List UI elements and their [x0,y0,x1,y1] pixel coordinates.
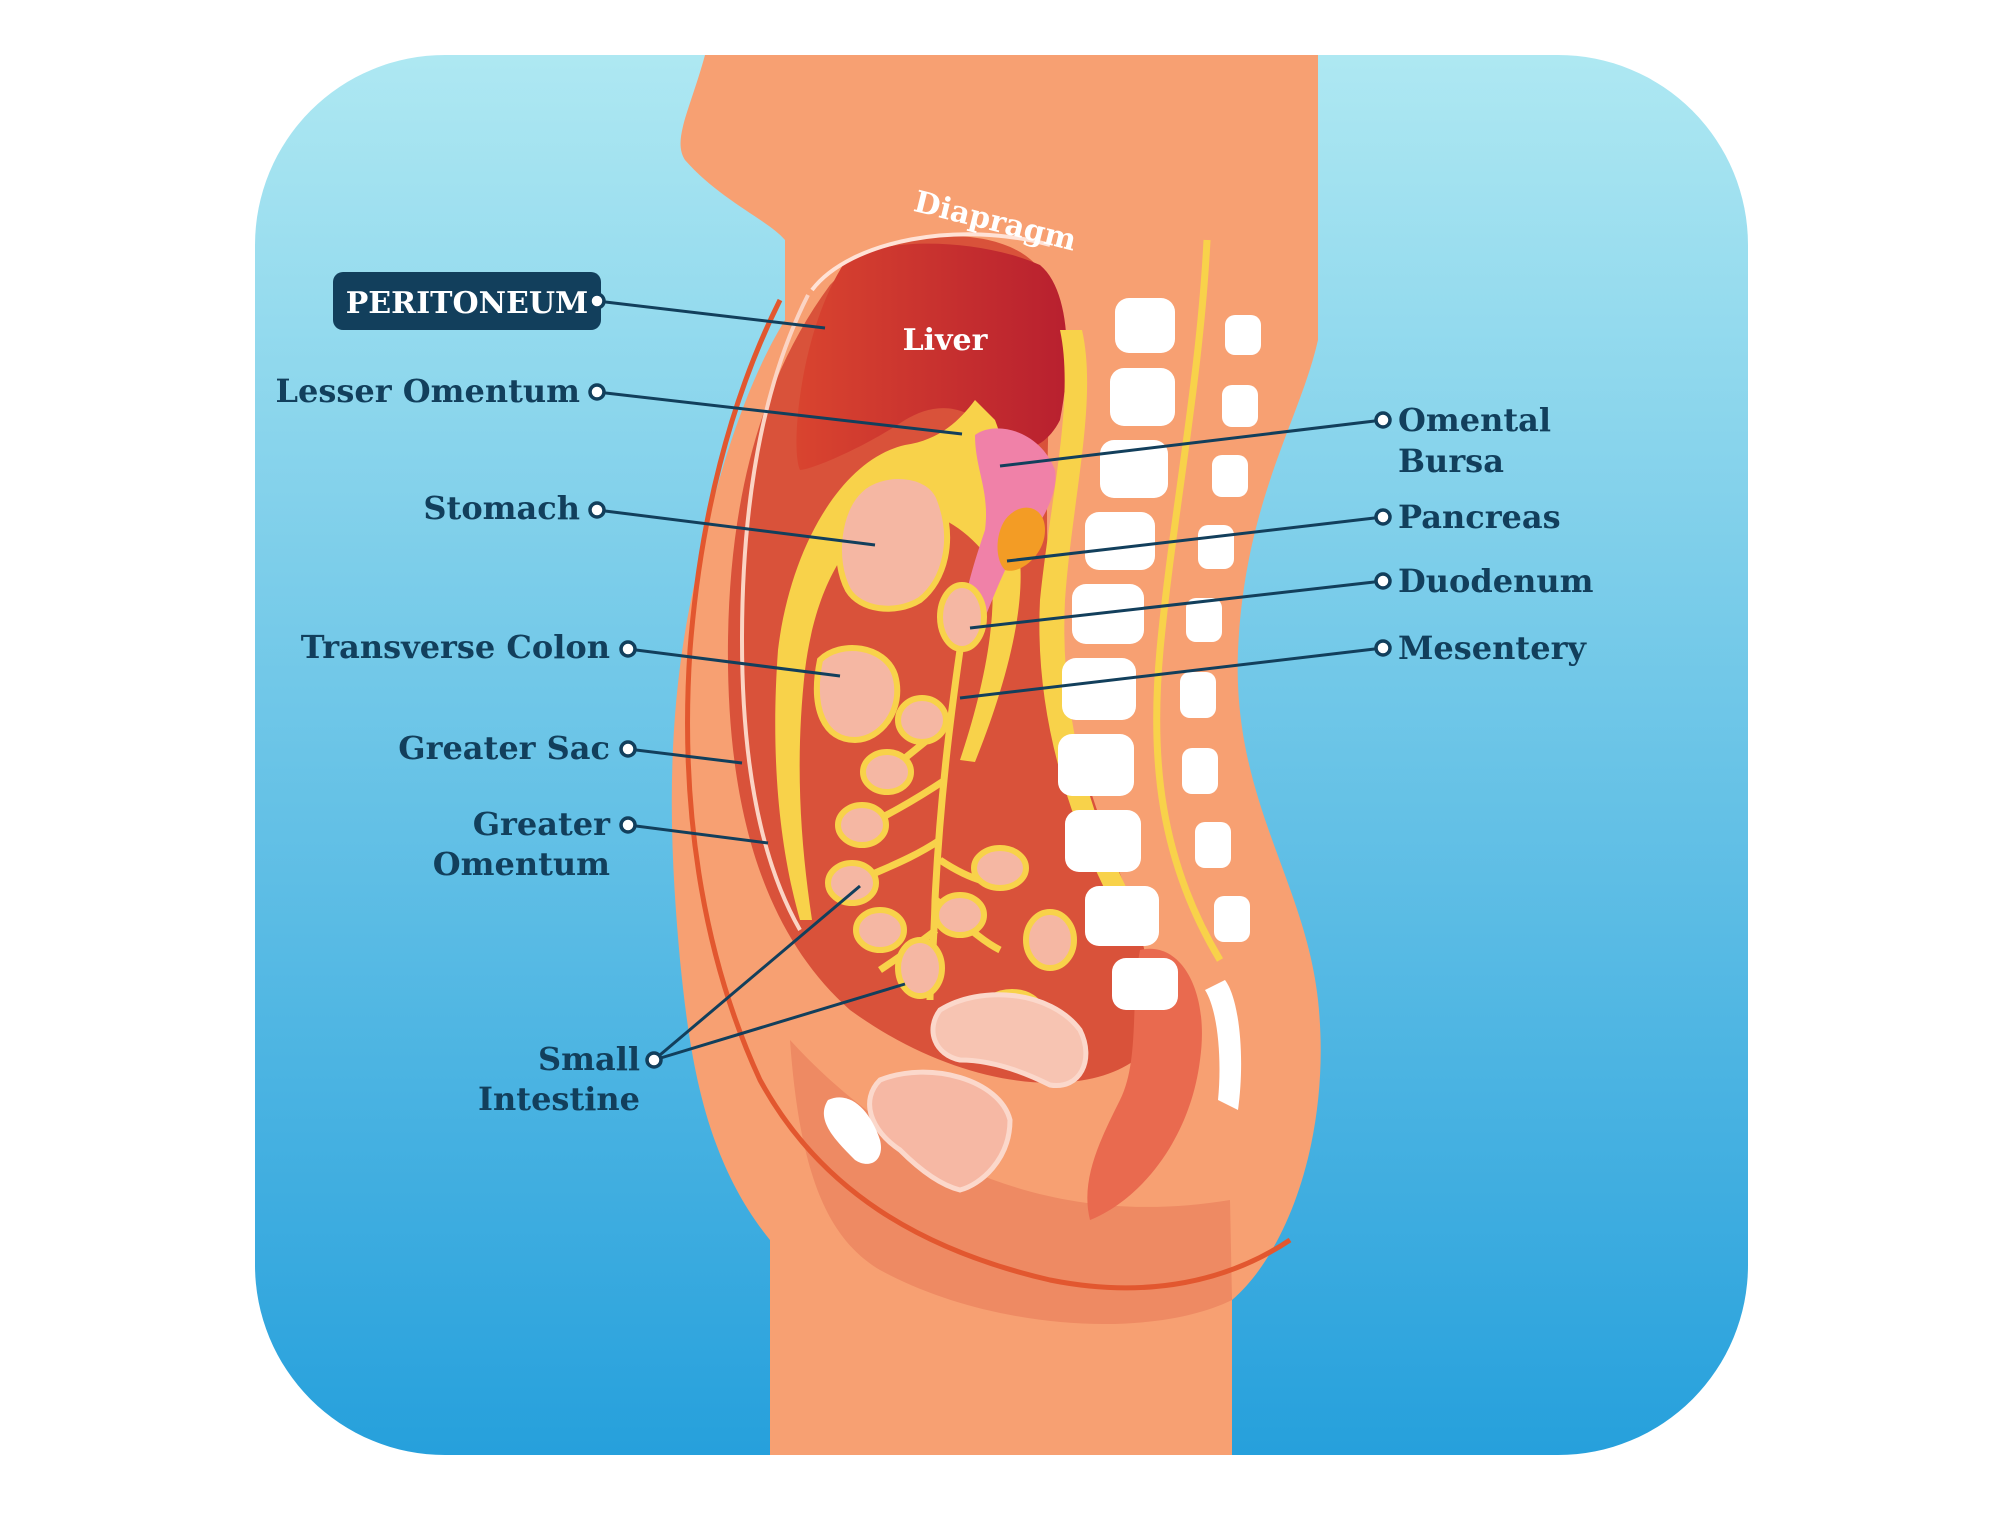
liver-label: Liver [903,323,989,358]
transverse-colon-label: Transverse Colon [301,628,610,666]
pancreas-label: Pancreas [1398,498,1561,536]
pelvic-bone [823,1097,881,1164]
lesser-omentum-label: Lesser Omentum [275,372,580,410]
greater-omentum-label-line2: Omentum [433,845,610,883]
abdominal-wall-outline [685,298,1292,1291]
small-intestine-label-line2: Intestine [478,1080,640,1118]
title-badge [333,272,601,330]
leader-lines [596,299,1384,1062]
title-text: PERITONEUM [346,286,589,321]
duodenum-label: Duodenum [1398,562,1594,600]
duodenum-organ [937,582,987,652]
liver-organ [796,243,1067,470]
rectum-organ [1087,948,1202,1220]
leader-dots [588,292,1392,1069]
peritoneum-layer [775,400,1021,920]
spinal-cord [1153,239,1224,962]
mesentery-label: Mesentery [1398,629,1587,667]
omental-bursa-label-line2: Bursa [1398,442,1504,480]
pelvis-shade [790,1040,1232,1324]
small-intestine-label-line1: Small [538,1040,640,1078]
small-intestine-loops [825,695,1077,1031]
stomach-label: Stomach [423,489,580,527]
greater-sac-label: Greater Sac [398,729,610,767]
greater-sac-line [739,294,810,931]
stomach-organ [835,473,950,612]
greater-omentum-label-line1: Greater [473,805,611,843]
transverse-colon-organ [813,645,901,744]
diaphragm-line [810,232,1051,292]
uterus-organ [867,1069,1013,1193]
omental-bursa-label-line1: Omental [1398,401,1551,439]
pancreas-organ [997,507,1045,571]
bladder-organ [930,992,1089,1088]
